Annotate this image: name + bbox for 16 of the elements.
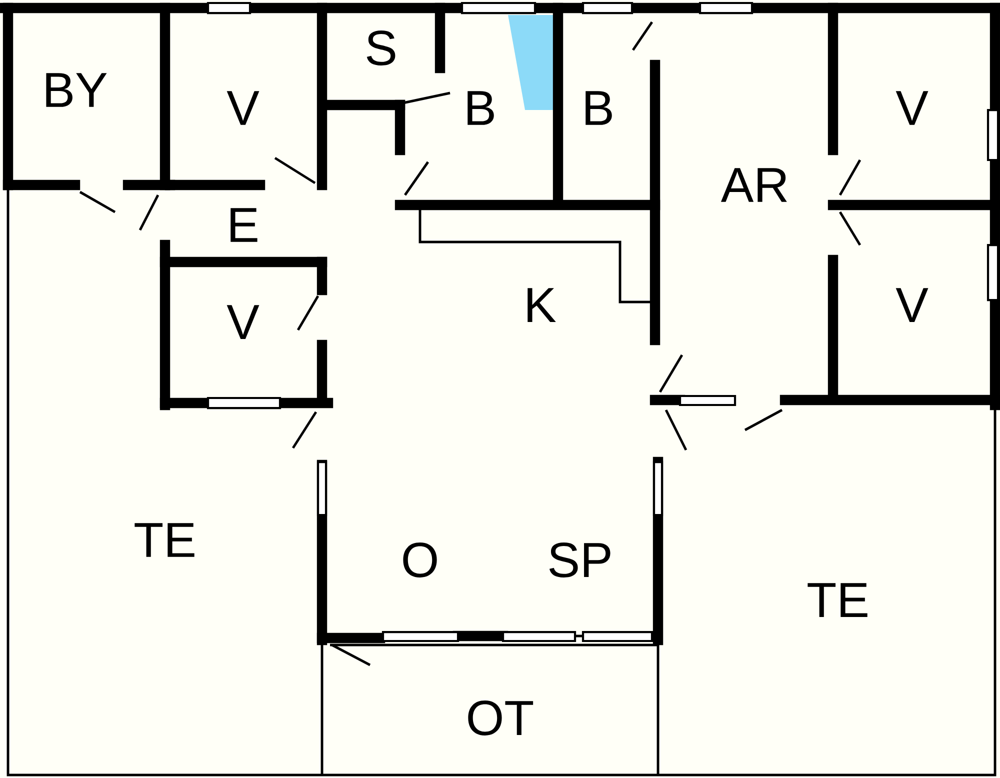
room-label: TE <box>134 523 194 557</box>
room-label: V <box>226 91 260 125</box>
room-label: O <box>403 542 437 578</box>
room-label: BY <box>46 73 107 107</box>
room-label: SP <box>549 542 610 578</box>
room-label: K <box>528 288 556 322</box>
room-label: B <box>468 91 494 125</box>
room-label: TE <box>808 583 868 617</box>
room-label: V <box>896 288 928 322</box>
room-label: OT <box>468 700 534 736</box>
room-label: S <box>366 30 396 66</box>
room-label: E <box>230 208 258 242</box>
room-label: B <box>586 91 612 125</box>
room-label: V <box>226 305 260 339</box>
room-label: AR <box>720 168 787 202</box>
room-label: V <box>896 91 928 125</box>
